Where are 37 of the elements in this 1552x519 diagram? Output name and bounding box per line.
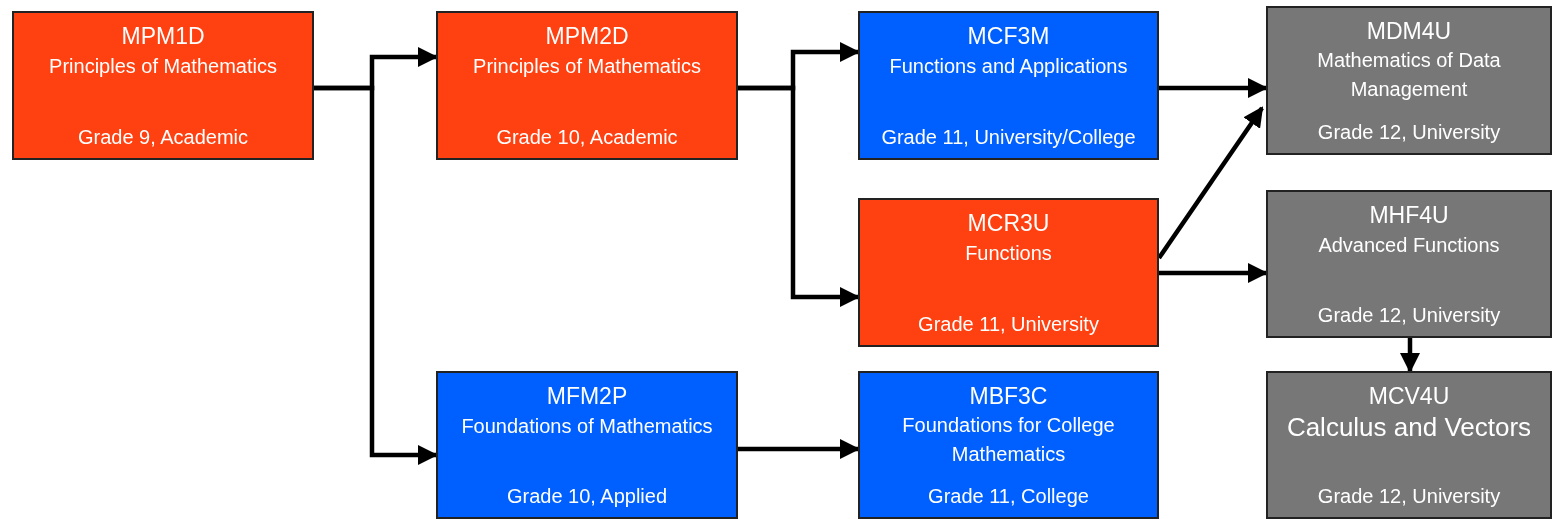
course-grade: Grade 9, Academic [77, 125, 249, 150]
course-title: Advanced Functions [1318, 232, 1500, 258]
course-code: MBF3C [969, 383, 1048, 411]
course-grade: Grade 11, College [928, 484, 1089, 509]
course-box [1266, 371, 1552, 519]
course-title: Foundations for College Mathematics [901, 412, 1116, 467]
course-box [1266, 190, 1552, 338]
course-box [858, 371, 1159, 519]
course-box [436, 371, 738, 519]
course-code: MPM2D [545, 23, 629, 51]
course-box [12, 11, 314, 160]
course-title: Functions and Applications [889, 53, 1128, 79]
arrow [1399, 338, 1421, 374]
course-box [858, 198, 1159, 347]
course-title: Functions [965, 240, 1052, 266]
course-code: MPM1D [121, 23, 205, 51]
course-title: Mathematics of Data Management [1316, 47, 1502, 102]
course-grade: Grade 10, Academic [496, 125, 678, 150]
course-code: MCF3M [967, 23, 1050, 51]
course-grade: Grade 10, Applied [506, 484, 668, 509]
course-box [858, 11, 1159, 160]
course-code: MDM4U [1366, 18, 1452, 46]
course-code: MCV4U [1368, 383, 1450, 411]
course-grade: Grade 12, University [1317, 120, 1501, 145]
course-title: Calculus and Vectors [1286, 410, 1532, 444]
course-code: MFM2P [546, 383, 628, 411]
course-code: MCR3U [967, 210, 1050, 238]
course-grade: Grade 12, University [1317, 303, 1501, 328]
course-box [1266, 6, 1552, 155]
course-code: MHF4U [1369, 202, 1449, 230]
course-title: Foundations of Mathematics [461, 413, 713, 439]
course-box [436, 11, 738, 160]
course-grade: Grade 11, University [918, 312, 1099, 337]
course-grade: Grade 11, University/College [881, 125, 1136, 150]
course-title: Principles of Mathematics [49, 53, 277, 79]
course-grade: Grade 12, University [1317, 484, 1501, 509]
course-title: Principles of Mathematics [473, 53, 701, 79]
